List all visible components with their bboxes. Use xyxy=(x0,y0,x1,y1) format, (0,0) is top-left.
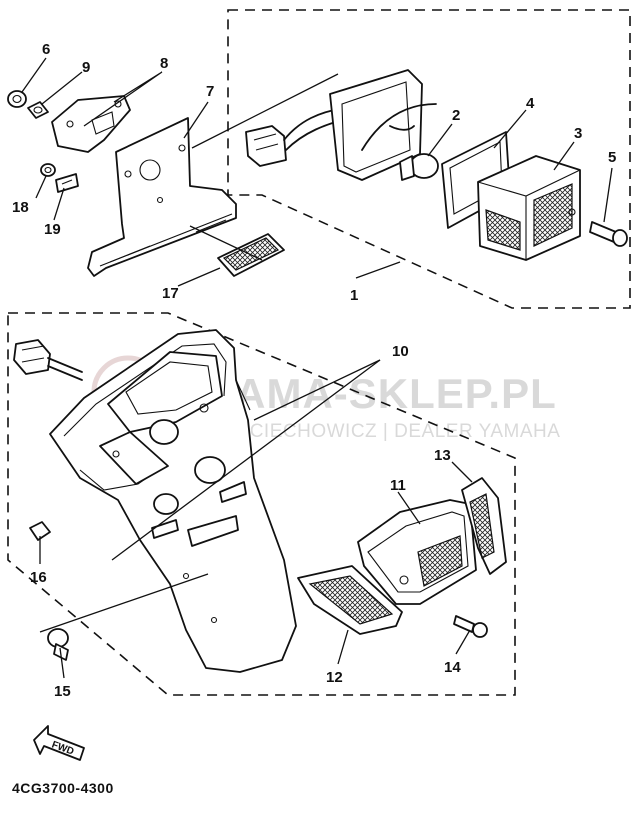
part-10-rear-fender xyxy=(49,329,297,673)
callout-18: 18 xyxy=(12,199,29,216)
watermark: YAMA-SKLEP.PL WOJCIECHOWICZ | DEALER YAM… xyxy=(91,355,560,442)
callout-17: 17 xyxy=(162,285,179,302)
callout-labels: 6 9 8 7 18 19 17 1 2 4 3 5 10 11 13 12 1… xyxy=(12,41,616,700)
watermark-main-text: YAMA-SKLEP.PL xyxy=(210,370,557,417)
callout-2: 2 xyxy=(452,107,460,124)
callout-1: 1 xyxy=(350,287,358,304)
callout-15: 15 xyxy=(54,683,71,700)
callout-9: 9 xyxy=(82,59,90,76)
part-8-bracket-plate xyxy=(51,95,131,153)
fender-connector xyxy=(13,339,83,381)
part-11-lens-housing xyxy=(357,499,477,605)
callout-10: 10 xyxy=(392,343,409,360)
part-16-clip-nut xyxy=(29,521,51,541)
part-5-screw xyxy=(589,221,628,247)
callout-7: 7 xyxy=(206,83,214,100)
part-15-screw xyxy=(47,628,69,661)
rear-fender-group-boundary xyxy=(7,312,516,696)
part-13-right-reflector xyxy=(461,477,507,575)
part-3-lens xyxy=(477,155,581,261)
callout-12: 12 xyxy=(326,669,343,686)
part-6-nut xyxy=(7,90,27,108)
callout-3: 3 xyxy=(574,125,582,142)
watermark-sub-text: WOJCIECHOWICZ | DEALER YAMAHA xyxy=(206,421,560,442)
part-7-license-bracket xyxy=(87,117,237,277)
callout-19: 19 xyxy=(44,221,61,238)
part-12-left-reflector xyxy=(297,565,403,635)
part-14-screw xyxy=(453,615,488,638)
callout-16: 16 xyxy=(30,569,47,586)
callout-11: 11 xyxy=(390,477,406,494)
callout-4: 4 xyxy=(526,95,535,112)
callout-14: 14 xyxy=(444,659,461,676)
part-18-nut xyxy=(40,163,56,177)
diagram-code: 4CG3700-4300 xyxy=(12,780,114,796)
callout-13: 13 xyxy=(434,447,451,464)
callout-8: 8 xyxy=(160,55,168,72)
part-9-collar xyxy=(27,101,49,119)
part-2-bulb xyxy=(399,153,439,181)
part-19-clip xyxy=(55,173,79,193)
callout-5: 5 xyxy=(608,149,616,166)
leader-lines xyxy=(21,57,613,679)
forward-direction-arrow: FWD xyxy=(33,725,85,761)
callout-6: 6 xyxy=(42,41,50,58)
